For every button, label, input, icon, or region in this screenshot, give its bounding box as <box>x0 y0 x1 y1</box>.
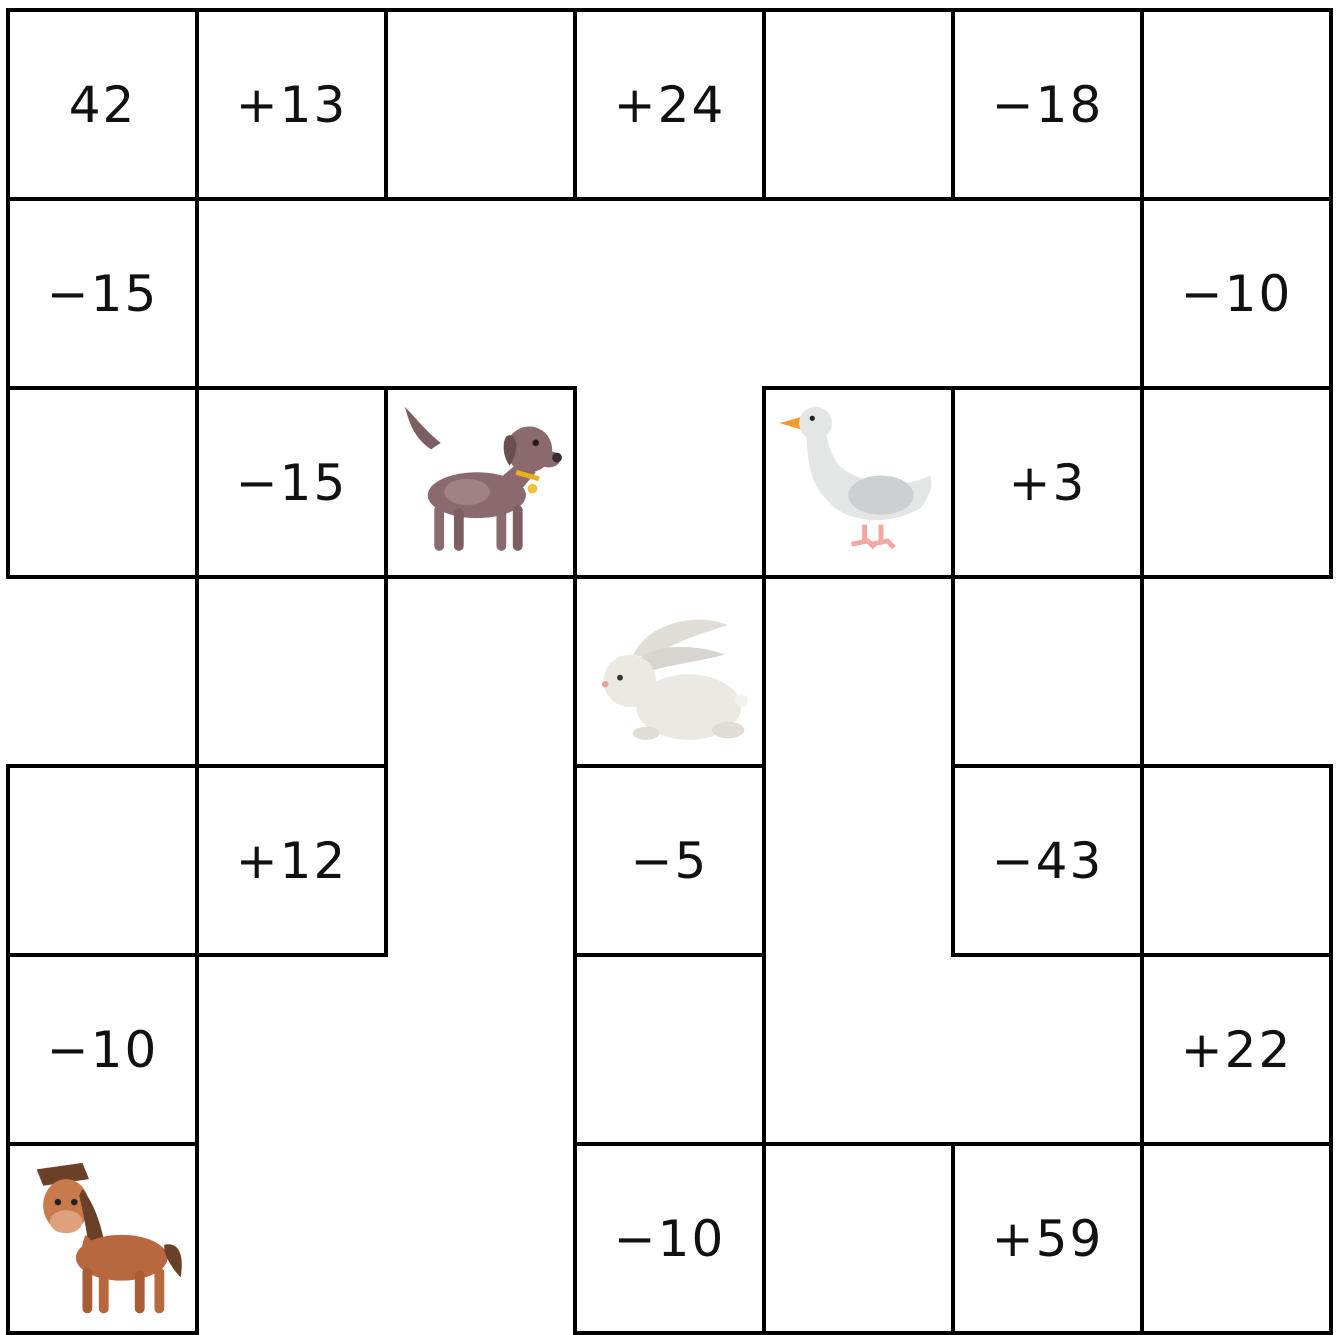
cell-value: −10 <box>614 1210 726 1268</box>
board-cell: +24 <box>573 8 766 201</box>
board-cell <box>1140 1142 1333 1335</box>
board-cell: −15 <box>195 386 388 579</box>
dog-icon <box>395 397 565 567</box>
board-cell <box>1140 386 1333 579</box>
board-cell: −43 <box>951 764 1144 957</box>
cell-value: −5 <box>631 832 709 890</box>
cell-value: +3 <box>1009 454 1087 512</box>
board-cell <box>1140 764 1333 957</box>
board-cell <box>762 1142 955 1335</box>
cell-value: −15 <box>47 265 159 323</box>
board-cell: +22 <box>1140 953 1333 1146</box>
board-cell: −10 <box>6 953 199 1146</box>
cell-value: +12 <box>236 832 348 890</box>
cell-value: −43 <box>992 832 1104 890</box>
board-cell <box>195 575 388 768</box>
board-cell <box>951 575 1144 768</box>
cell-value: −10 <box>47 1021 159 1079</box>
rabbit-icon <box>584 586 754 756</box>
cell-value: −10 <box>1181 265 1293 323</box>
board-cell: +59 <box>951 1142 1144 1335</box>
board-cell <box>762 8 955 201</box>
cell-value: +13 <box>236 76 348 134</box>
board-cell <box>6 386 199 579</box>
board-cell <box>384 8 577 201</box>
goose-icon <box>773 397 943 567</box>
cell-value: +59 <box>992 1210 1104 1268</box>
cell-value: +24 <box>614 76 726 134</box>
board-cell: −15 <box>6 197 199 390</box>
board-cell <box>6 764 199 957</box>
cell-value: +22 <box>1181 1021 1293 1079</box>
board-cell: +13 <box>195 8 388 201</box>
board-cell <box>573 575 766 768</box>
board-cell: −10 <box>1140 197 1333 390</box>
board-cell <box>6 1142 199 1335</box>
board-cell <box>573 953 766 1146</box>
cell-value: −15 <box>236 454 348 512</box>
board-cell <box>384 386 577 579</box>
board-cell: −10 <box>573 1142 766 1335</box>
board-cell: +3 <box>951 386 1144 579</box>
board-cell: −18 <box>951 8 1144 201</box>
cell-value: −18 <box>992 76 1104 134</box>
horse-icon <box>17 1153 187 1323</box>
board-cell <box>1140 8 1333 201</box>
board-cell: −5 <box>573 764 766 957</box>
board-cell <box>762 386 955 579</box>
board-cell: 42 <box>6 8 199 201</box>
cell-value: 42 <box>69 76 137 134</box>
board-cell: +12 <box>195 764 388 957</box>
